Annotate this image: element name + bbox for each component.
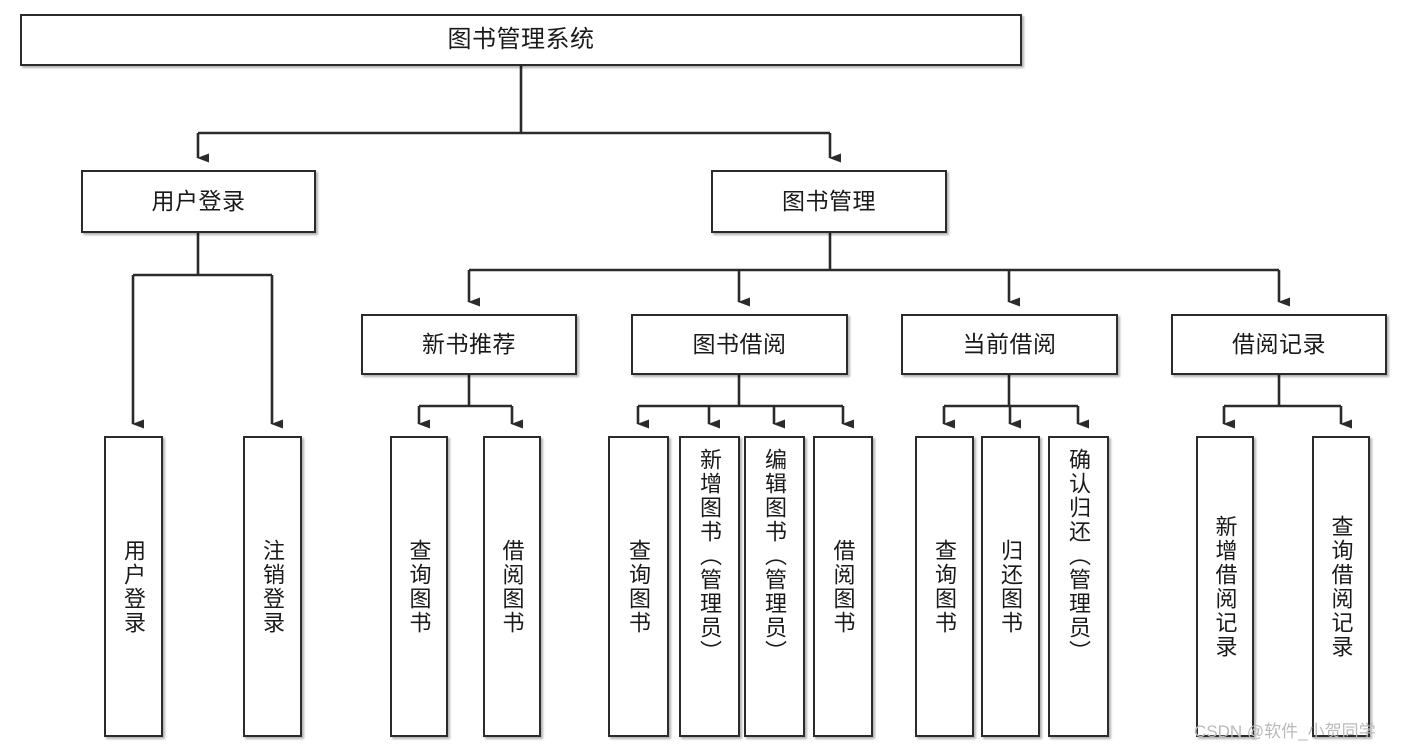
- node-book-borrow[interactable]: 图书借阅: [631, 314, 848, 375]
- node-current-borrow[interactable]: 当前借阅: [901, 314, 1118, 375]
- node-leaf-borrow-book-2[interactable]: 借阅图书: [813, 436, 873, 737]
- node-leaf-query-book-2[interactable]: 查询图书: [608, 436, 669, 737]
- node-leaf-confirm-return[interactable]: 确认归还（管理员）: [1048, 436, 1109, 737]
- node-leaf-logout-login[interactable]: 注销登录: [243, 436, 302, 737]
- node-leaf-edit-book[interactable]: 编辑图书（管理员）: [744, 436, 805, 737]
- node-leaf-confirm-return-label: 确认归还（管理员）: [1066, 448, 1092, 664]
- node-leaf-borrow-book-1-label: 借阅图书: [499, 538, 525, 635]
- node-leaf-borrow-book-1[interactable]: 借阅图书: [483, 436, 541, 737]
- node-leaf-return-book[interactable]: 归还图书: [981, 436, 1040, 737]
- node-leaf-add-record-label: 新增借阅记录: [1212, 514, 1238, 659]
- node-user-login[interactable]: 用户登录: [81, 170, 316, 233]
- node-leaf-query-book-1[interactable]: 查询图书: [390, 436, 448, 737]
- node-book-manage-label: 图书管理: [782, 187, 876, 214]
- node-leaf-user-login[interactable]: 用户登录: [104, 436, 163, 737]
- node-current-borrow-label: 当前借阅: [962, 330, 1057, 357]
- node-leaf-logout-login-label: 注销登录: [260, 538, 286, 635]
- node-leaf-add-record[interactable]: 新增借阅记录: [1196, 436, 1254, 737]
- node-user-login-label: 用户登录: [151, 187, 246, 214]
- node-leaf-return-book-label: 归还图书: [998, 538, 1024, 635]
- node-book-borrow-label: 图书借阅: [692, 330, 787, 357]
- node-leaf-add-book[interactable]: 新增图书（管理员）: [679, 436, 740, 737]
- node-leaf-query-book-2-label: 查询图书: [626, 538, 652, 635]
- node-borrow-record-label: 借阅记录: [1232, 330, 1326, 357]
- watermark-text: CSDN @软件_小贺同学: [1194, 722, 1376, 741]
- node-new-book-recommend[interactable]: 新书推荐: [361, 314, 577, 375]
- node-leaf-query-book-3[interactable]: 查询图书: [915, 436, 974, 737]
- node-leaf-query-book-1-label: 查询图书: [406, 538, 432, 635]
- node-book-manage[interactable]: 图书管理: [711, 170, 947, 233]
- node-leaf-user-login-label: 用户登录: [121, 538, 147, 635]
- node-leaf-edit-book-label: 编辑图书（管理员）: [762, 448, 788, 664]
- node-leaf-query-record-label: 查询借阅记录: [1328, 514, 1354, 659]
- node-borrow-record[interactable]: 借阅记录: [1171, 314, 1387, 375]
- node-root-label: 图书管理系统: [447, 25, 595, 53]
- node-root[interactable]: 图书管理系统: [20, 14, 1022, 66]
- node-new-book-recommend-label: 新书推荐: [422, 330, 516, 357]
- node-leaf-query-book-3-label: 查询图书: [932, 538, 958, 635]
- node-leaf-borrow-book-2-label: 借阅图书: [830, 538, 856, 635]
- node-leaf-add-book-label: 新增图书（管理员）: [697, 448, 723, 664]
- node-leaf-query-record[interactable]: 查询借阅记录: [1312, 436, 1370, 737]
